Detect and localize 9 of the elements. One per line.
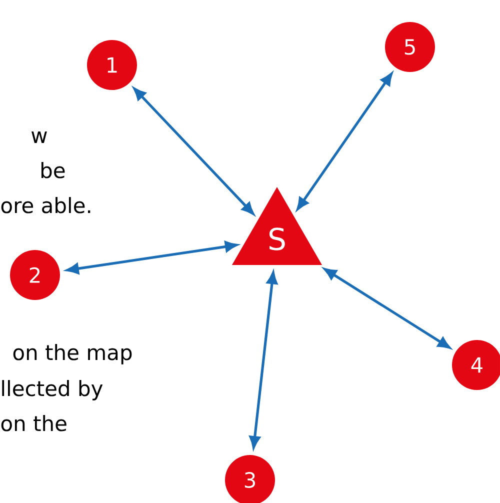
partial-text: be [41,162,65,178]
partial-text: on the map [13,344,132,364]
double-arrow [134,88,254,215]
partial-text: w [32,132,47,143]
partial-text: ore able. [1,197,90,214]
double-arrow [296,72,392,210]
partial-text: on the [1,415,66,432]
partial-text: llected by [2,380,103,400]
double-arrow [324,268,450,349]
